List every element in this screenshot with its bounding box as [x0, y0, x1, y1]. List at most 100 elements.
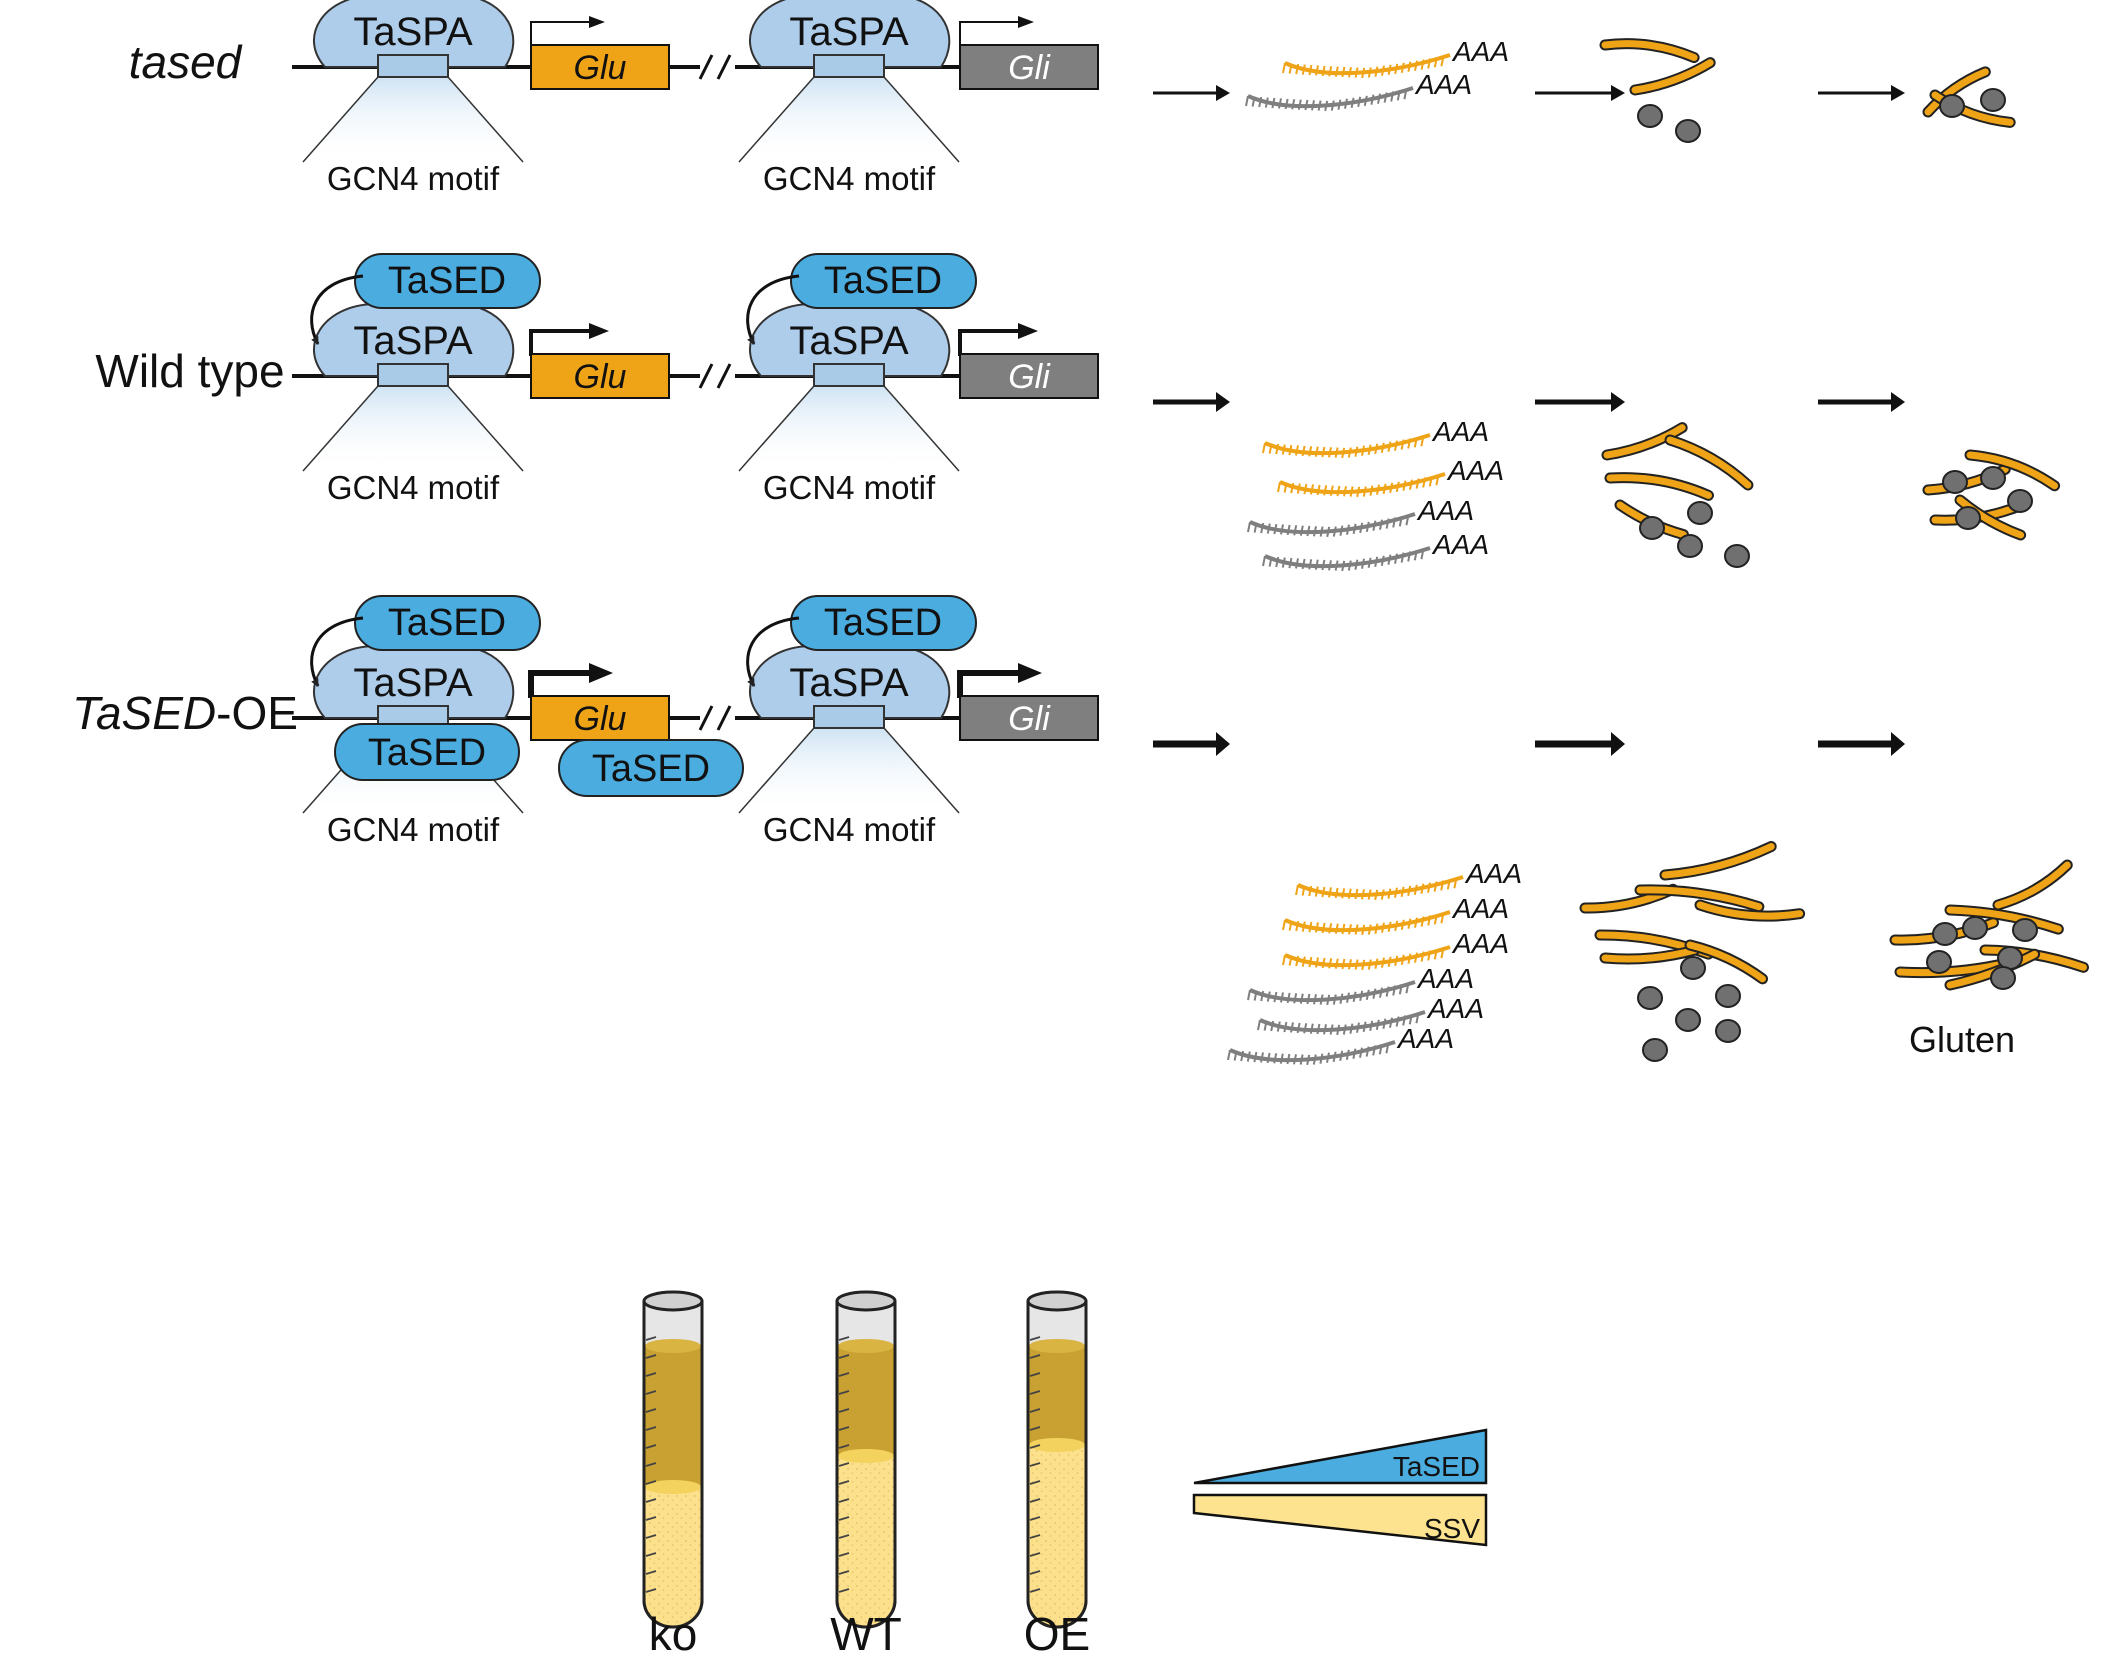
taspa-label: TaSPA [353, 661, 473, 705]
mrna-strand [1264, 546, 1431, 569]
tube-graduation [645, 1408, 657, 1413]
glu-gene-label: Glu [574, 700, 627, 738]
gliadin-protein [1997, 946, 2023, 970]
gluten-label: Gluten [1909, 1019, 2015, 1060]
glutenin-protein [1636, 886, 1763, 911]
gliadin-protein [2012, 918, 2038, 942]
polya-tail-label: AAA [1446, 455, 1504, 486]
polya-tail-label: AAA [1451, 893, 1509, 924]
motif-label: GCN4 motif [763, 160, 936, 197]
gli-mrna: AAA [1227, 1023, 1454, 1066]
mrna-strand [1284, 53, 1451, 76]
glutenin-protein [1631, 59, 1714, 94]
tube-rim [835, 1290, 897, 1312]
tss-arrowhead [589, 663, 613, 683]
motif-glow [739, 386, 959, 471]
polya-tail-label: AAA [1451, 928, 1509, 959]
tube-graduation [838, 1588, 850, 1593]
glutenin-protein [1924, 68, 1989, 116]
gliadin-protein [1715, 984, 1741, 1008]
process-arrowhead [1611, 85, 1625, 101]
tube-graduation [1029, 1372, 1041, 1377]
glutenin-protein [1686, 941, 1766, 983]
process-arrowhead [1891, 85, 1905, 101]
polya-tail-label: AAA [1431, 529, 1489, 560]
glu-gene-label: Glu [574, 49, 627, 87]
motif-glow [739, 728, 959, 813]
mrna-strand [1279, 472, 1446, 495]
polya-tail-label: AAA [1426, 993, 1484, 1024]
glutenin-protein [1601, 40, 1698, 62]
tube-graduation [645, 1444, 657, 1449]
gli-mrna: AAA [1247, 495, 1474, 538]
tube-graduation [838, 1498, 850, 1503]
tube-graduation [838, 1372, 850, 1377]
sds-tube-wt: WT [830, 1290, 902, 1660]
gcn4-motif-box [377, 54, 449, 78]
dna-break-mark [716, 54, 732, 80]
dna-break-mark [716, 705, 732, 731]
activation-arrow [310, 274, 364, 345]
free-tased-label: TaSED [368, 732, 486, 774]
tube-graduation [1029, 1588, 1041, 1593]
motif-glow [303, 77, 523, 162]
glutenin-protein [1956, 496, 2025, 539]
gli-gene-label: Gli [1008, 358, 1051, 396]
glu-mrna: AAA [1282, 36, 1509, 79]
tube-graduation [645, 1426, 657, 1431]
motif-callout-line [447, 385, 524, 472]
tube-graduation [1029, 1552, 1041, 1557]
tube-label: WT [830, 1608, 902, 1660]
glutenin-protein [1994, 861, 2071, 909]
motif-callout-line [447, 76, 524, 163]
process-arrowhead [1216, 732, 1230, 756]
tss-arrow [528, 670, 591, 698]
free-tased-label: TaSED [592, 748, 710, 790]
tube-graduation [838, 1552, 850, 1557]
free-tased-protein [334, 723, 520, 781]
mrna-strand [1284, 910, 1451, 933]
polya-tail-label: AAA [1414, 69, 1472, 100]
process-arrowhead [1216, 392, 1230, 412]
tube-graduation [645, 1462, 657, 1467]
motif-callout-line [883, 76, 960, 163]
mrna-strand [1259, 1010, 1426, 1033]
glu-mrna: AAA [1262, 416, 1489, 459]
process-arrowhead [1611, 392, 1625, 412]
polya-tail-label: AAA [1416, 495, 1474, 526]
tube-graduation [838, 1534, 850, 1539]
row-label-part: tased [129, 36, 243, 88]
gliadin-protein [1724, 544, 1750, 568]
tube-graduation [1029, 1408, 1041, 1413]
taspa-label: TaSPA [353, 319, 473, 363]
mrna-strand [1249, 512, 1416, 535]
tss-arrowhead [1018, 663, 1042, 683]
tube-graduation [838, 1408, 850, 1413]
dna-break-mark [698, 705, 714, 731]
dna-break-mark [716, 363, 732, 389]
tased-label: TaSED [388, 602, 506, 644]
tss-arrow [529, 329, 591, 356]
polya-tail-label: AAA [1416, 963, 1474, 994]
tube-graduation [1029, 1336, 1041, 1341]
gliadin-protein [1680, 956, 1706, 980]
taspa-protein [313, 0, 515, 68]
sediment-surface [1029, 1438, 1085, 1452]
glu-gene-label: Glu [574, 358, 627, 396]
tube-graduation [645, 1498, 657, 1503]
tss-arrowhead [589, 16, 605, 28]
motif-callout-line [738, 727, 815, 814]
gliadin-protein [1980, 466, 2006, 490]
tss-arrowhead [1018, 323, 1038, 339]
tube-outline [642, 1301, 704, 1629]
tased-protein [790, 595, 977, 651]
tased-label: TaSED [824, 260, 942, 302]
polya-tail-label: AAA [1464, 858, 1522, 889]
mrna-strand [1297, 875, 1464, 898]
row-label-part: TaSED [72, 687, 216, 739]
dna-break-mark [698, 54, 714, 80]
tss-arrowhead [1018, 16, 1034, 28]
